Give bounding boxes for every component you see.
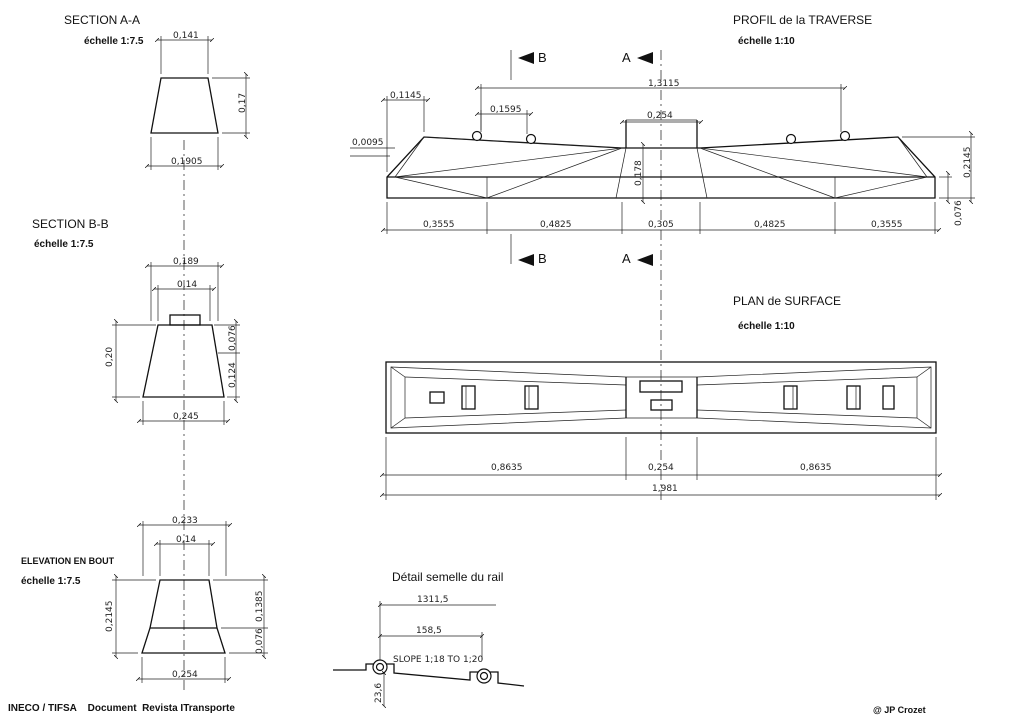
marker-a-bottom: A [622, 251, 631, 266]
profil-segment-5: 0,3555 [871, 220, 903, 230]
section-bb-height-dim: 0,20 [105, 347, 115, 367]
marker-a-top-arrow [637, 52, 653, 64]
profil-end-step-dim: 0,0095 [352, 138, 384, 148]
marker-b-bottom: B [538, 251, 547, 266]
elevation-lower-dim: 0,076 [255, 628, 265, 654]
profil-clip-3 [785, 133, 797, 145]
elevation-inner-top-dim: 0,14 [176, 535, 196, 545]
section-aa: SECTION A-A échelle 1:7.5 0,141 0,17 0,1… [64, 13, 250, 170]
profil-segment-1: 0,3555 [423, 220, 455, 230]
elevation-outline [141, 579, 226, 654]
footer-copyright: @ JP Crozet [873, 705, 926, 715]
section-aa-top-dim: 0,141 [173, 31, 199, 41]
marker-b-top: B [538, 50, 547, 65]
plan-insert-1 [461, 385, 476, 410]
profil-base-height-dim: 0,076 [954, 200, 964, 226]
elevation-end: ELEVATION EN BOUT échelle 1:7.5 0,233 0,… [21, 516, 268, 683]
plan-surface: PLAN de SURFACE échelle 1:10 0,8635 [382, 294, 940, 500]
section-bb-rail-seat [169, 314, 201, 326]
plan-outline [385, 361, 937, 434]
plan-left-dim: 0,8635 [491, 463, 523, 473]
profil-clip-2 [525, 133, 537, 145]
profil-centre-width-dim: 0,254 [647, 111, 673, 121]
section-bb: SECTION B-B échelle 1:7.5 0,189 0,14 0,2… [32, 217, 240, 425]
detail-slope: SLOPE 1;18 TO 1;20 [393, 655, 483, 665]
marker-a-bottom-arrow [637, 254, 653, 266]
plan-insert-4 [846, 385, 861, 410]
profil-clip-spacing-dim: 0,1595 [490, 105, 522, 115]
elevation-bottom-dim: 0,254 [172, 670, 198, 680]
plan-right-dim: 0,8635 [800, 463, 832, 473]
section-bb-bottom-dim: 0,245 [173, 412, 199, 422]
section-bb-upper-dim: 0,076 [228, 325, 238, 351]
elevation-scale: échelle 1:7.5 [21, 576, 81, 587]
profil-segment-3: 0,305 [648, 220, 674, 230]
marker-b-bottom-arrow [518, 254, 534, 266]
section-bb-lower-dim: 0,124 [228, 362, 238, 388]
profil-traverse: PROFIL de la TRAVERSE échelle 1:10 B A B… [350, 13, 975, 500]
profil-clip-1 [471, 130, 483, 142]
detail-depth: 23,6 [374, 683, 384, 703]
plan-hole-2 [882, 385, 895, 410]
elevation-title: ELEVATION EN BOUT [21, 556, 115, 566]
section-aa-title: SECTION A-A [64, 13, 140, 27]
section-aa-scale: échelle 1:7.5 [84, 36, 144, 47]
plan-centre-slot [639, 380, 683, 393]
marker-a-top: A [622, 50, 631, 65]
profil-title: PROFIL de la TRAVERSE [733, 13, 872, 27]
elevation-outer-top-dim: 0,233 [172, 516, 198, 526]
section-bb-inner-top-dim: 0,14 [177, 280, 197, 290]
section-bb-title: SECTION B-B [32, 217, 109, 231]
plan-centre-hole [650, 399, 673, 411]
section-bb-outer-top-dim: 0,189 [173, 257, 199, 267]
detail-span-long: 1311,5 [417, 595, 449, 605]
profil-clip-4 [839, 130, 851, 142]
profil-scale: échelle 1:10 [738, 36, 795, 47]
section-aa-outline [150, 77, 219, 134]
detail-title: Détail semelle du rail [392, 570, 503, 584]
profil-centre-height-dim: 0,178 [634, 160, 644, 186]
plan-centre-dim: 0,254 [648, 463, 674, 473]
profil-rail-span-dim: 1,3115 [648, 79, 680, 89]
section-bb-scale: échelle 1:7.5 [34, 239, 94, 250]
profil-total-height-dim: 0,2145 [963, 147, 973, 179]
plan-scale: échelle 1:10 [738, 321, 795, 332]
section-aa-bottom-dim: 0,1905 [171, 157, 203, 167]
detail-span-short: 158,5 [416, 626, 442, 636]
elevation-upper-dim: 0,1385 [255, 591, 265, 623]
profil-segment-4: 0,4825 [754, 220, 786, 230]
detail-profile [333, 663, 525, 687]
elevation-height-dim: 0,2145 [105, 601, 115, 633]
plan-insert-2 [524, 385, 539, 410]
section-aa-height-dim: 0,17 [238, 93, 248, 113]
footer-source: INECO / TIFSA Document Revista ITranspor… [8, 703, 235, 714]
section-bb-outline [142, 324, 225, 398]
plan-title: PLAN de SURFACE [733, 294, 841, 308]
plan-insert-3 [783, 385, 798, 410]
plan-total-dim: 1,981 [652, 484, 678, 494]
plan-hole-1 [429, 391, 445, 404]
marker-b-top-arrow [518, 52, 534, 64]
profil-end-offset-dim: 0,1145 [390, 91, 422, 101]
rail-pad-detail: Détail semelle du rail 1311,5 158,5 SLOP… [333, 570, 525, 706]
profil-segment-2: 0,4825 [540, 220, 572, 230]
